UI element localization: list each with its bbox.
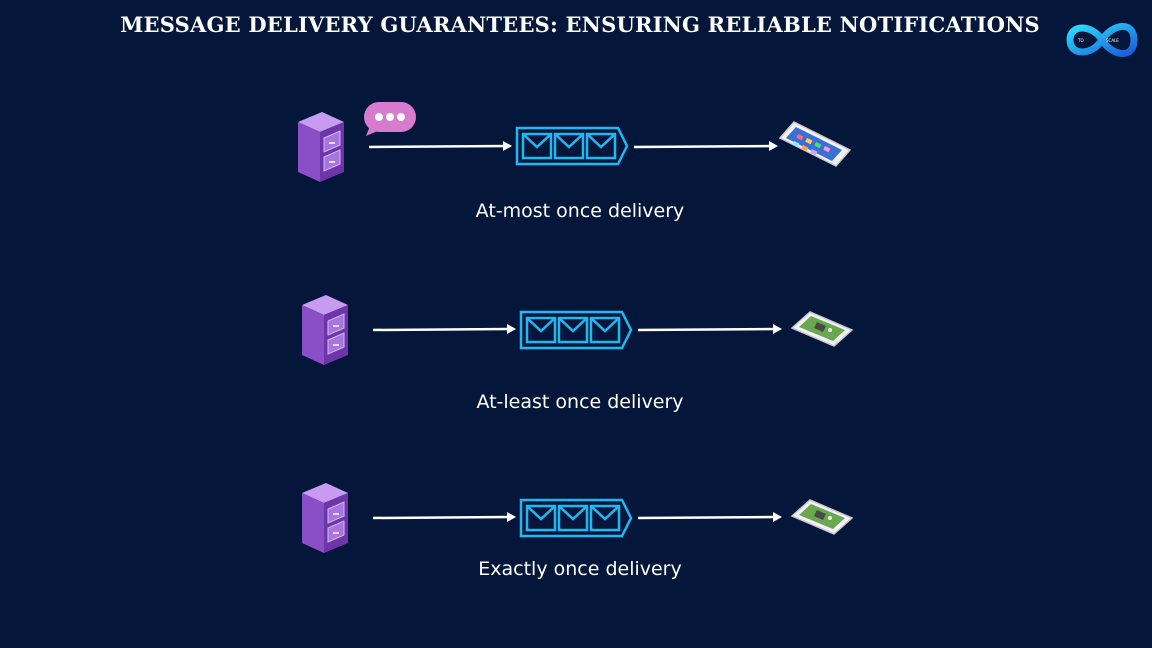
delivery-row-exactly-once: Exactly once delivery (0, 472, 1152, 602)
envelope-icon (589, 504, 621, 532)
tablet-icon (790, 499, 854, 535)
arrow-right-icon (633, 141, 778, 151)
envelope-icon (521, 132, 553, 160)
delivery-row-at-least-once: At-least once delivery (0, 284, 1152, 414)
message-queue-icon (519, 498, 633, 538)
page-title: MESSAGE DELIVERY GUARANTEES: ENSURING RE… (120, 12, 1040, 37)
logo-infinity-icon: TO SCALE (1066, 23, 1138, 57)
server-cabinet-icon (298, 112, 344, 182)
chat-bubble-icon (364, 102, 416, 136)
envelope-icon (589, 316, 621, 344)
envelope-icon (557, 504, 589, 532)
server-cabinet-icon (302, 483, 348, 553)
tablet-icon (790, 311, 854, 347)
logo-text-right: SCALE (1106, 38, 1119, 43)
arrow-right-icon (637, 512, 782, 522)
arrow-right-icon (372, 324, 516, 334)
smartphone-icon (778, 121, 852, 167)
logo-text-left: TO (1077, 38, 1084, 43)
server-cabinet-icon (302, 295, 348, 365)
envelope-icon (525, 504, 557, 532)
row-label: At-most once delivery (475, 200, 685, 222)
arrow-right-icon (368, 141, 512, 151)
row-label: At-least once delivery (476, 391, 684, 413)
delivery-row-at-most-once: At-most once delivery (0, 100, 1152, 230)
envelope-icon (525, 316, 557, 344)
message-queue-icon (515, 126, 629, 166)
arrow-right-icon (372, 512, 516, 522)
row-label: Exactly once delivery (478, 558, 682, 580)
message-queue-icon (519, 310, 633, 350)
envelope-icon (585, 132, 617, 160)
arrow-right-icon (637, 324, 782, 334)
envelope-icon (557, 316, 589, 344)
envelope-icon (553, 132, 585, 160)
